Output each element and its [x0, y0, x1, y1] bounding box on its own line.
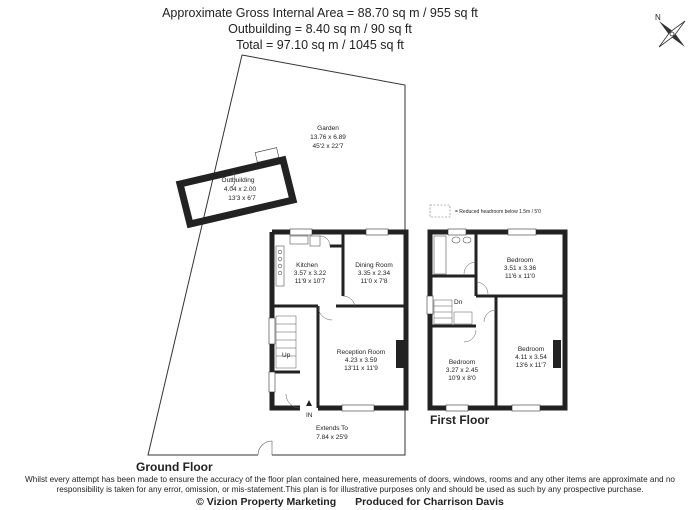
kitchen-units — [275, 235, 321, 287]
garden-metric: 13.76 x 6.89 — [310, 134, 346, 141]
bedroom-1-label: Bedroom — [507, 257, 533, 264]
garden-boundary — [147, 54, 406, 456]
garden-imperial: 45'2 x 22'7 — [312, 143, 343, 150]
bedroom-fireplace — [553, 340, 561, 368]
reception-room-label: Reception Room — [337, 349, 385, 356]
first-floor-door-swings — [463, 261, 497, 343]
bedroom-2-label: Bedroom — [518, 346, 544, 353]
bedroom-3-imperial: 10'9 x 8'0 — [448, 375, 476, 382]
reduced-headroom-legend: = Reduced headroom below 1.5m / 5'0 — [455, 209, 541, 215]
total-area: Total = 97.10 sq m / 1045 sq ft — [236, 38, 404, 52]
kitchen-imperial: 11'9 x 10'7 — [295, 278, 326, 285]
produced-for-credit: Produced for Charrison Davis — [355, 496, 504, 508]
compass-icon — [658, 20, 686, 48]
ground-floor-title: Ground Floor — [136, 460, 213, 474]
stairs-down-label: Dn — [454, 299, 463, 306]
outbuilding-label: Outbuilding — [222, 177, 255, 184]
bedroom-3-metric: 3.27 x 2.45 — [446, 367, 479, 374]
gross-internal-area: Approximate Gross Internal Area = 88.70 … — [162, 6, 478, 20]
disclaimer-text: Whilst every attempt has been made to en… — [25, 475, 675, 494]
marketing-credit: © Vizion Property Marketing — [196, 496, 337, 508]
reception-room-imperial: 13'11 x 11'9 — [344, 365, 378, 372]
outbuilding-window — [254, 147, 280, 163]
reduced-headroom-swatch — [429, 204, 451, 218]
stairs-up-label: Up — [282, 352, 291, 359]
extends-to-value: 7.84 x 25'9 — [316, 434, 348, 441]
ground-floor-internal-walls — [272, 232, 406, 408]
outbuilding-metric: 4.04 x 2.00 — [224, 186, 257, 193]
bathroom-fittings — [433, 235, 472, 275]
kitchen-metric: 3.57 x 3.22 — [294, 270, 327, 277]
ground-floor-stairs — [275, 315, 297, 369]
first-floor-internal-walls — [430, 232, 565, 408]
outbuilding-door-swing — [230, 171, 236, 189]
first-floor-windows — [426, 228, 541, 412]
garden-label: Garden — [317, 125, 339, 132]
bedroom-2-imperial: 13'6 x 11'7 — [516, 362, 547, 369]
ground-floor-windows — [268, 228, 389, 412]
dining-room-label: Dining Room — [355, 262, 393, 269]
extends-to-label: Extends To — [316, 425, 348, 432]
garden-gate-swing — [257, 440, 273, 456]
kitchen-label: Kitchen — [296, 262, 318, 269]
reception-room-metric: 4.23 x 3.59 — [345, 357, 378, 364]
credits-line: © Vizion Property Marketing Produced for… — [0, 496, 700, 508]
outbuilding-imperial: 13'3 x 6'7 — [228, 195, 256, 202]
entrance-label: IN — [306, 412, 313, 419]
dining-room-metric: 3.35 x 2.34 — [358, 270, 391, 277]
outbuilding-area: Outbuilding = 8.40 sq m / 90 sq ft — [228, 22, 412, 36]
bedroom-3-label: Bedroom — [449, 359, 475, 366]
ground-floor-door-swings — [285, 235, 356, 409]
bedroom-2-metric: 4.11 x 3.54 — [515, 354, 547, 361]
dining-room-imperial: 11'0 x 7'8 — [361, 278, 388, 285]
bedroom-1-imperial: 11'6 x 11'0 — [505, 273, 535, 280]
first-floor-stairs — [433, 299, 473, 325]
reception-fireplace — [396, 340, 404, 368]
entrance-arrow-icon — [306, 400, 312, 406]
bedroom-1-metric: 3.51 x 3.36 — [504, 265, 537, 272]
ground-floor-walls — [269, 229, 409, 411]
outbuilding — [175, 147, 298, 229]
first-floor-title: First Floor — [430, 413, 490, 427]
compass-north-label: N — [655, 13, 661, 22]
